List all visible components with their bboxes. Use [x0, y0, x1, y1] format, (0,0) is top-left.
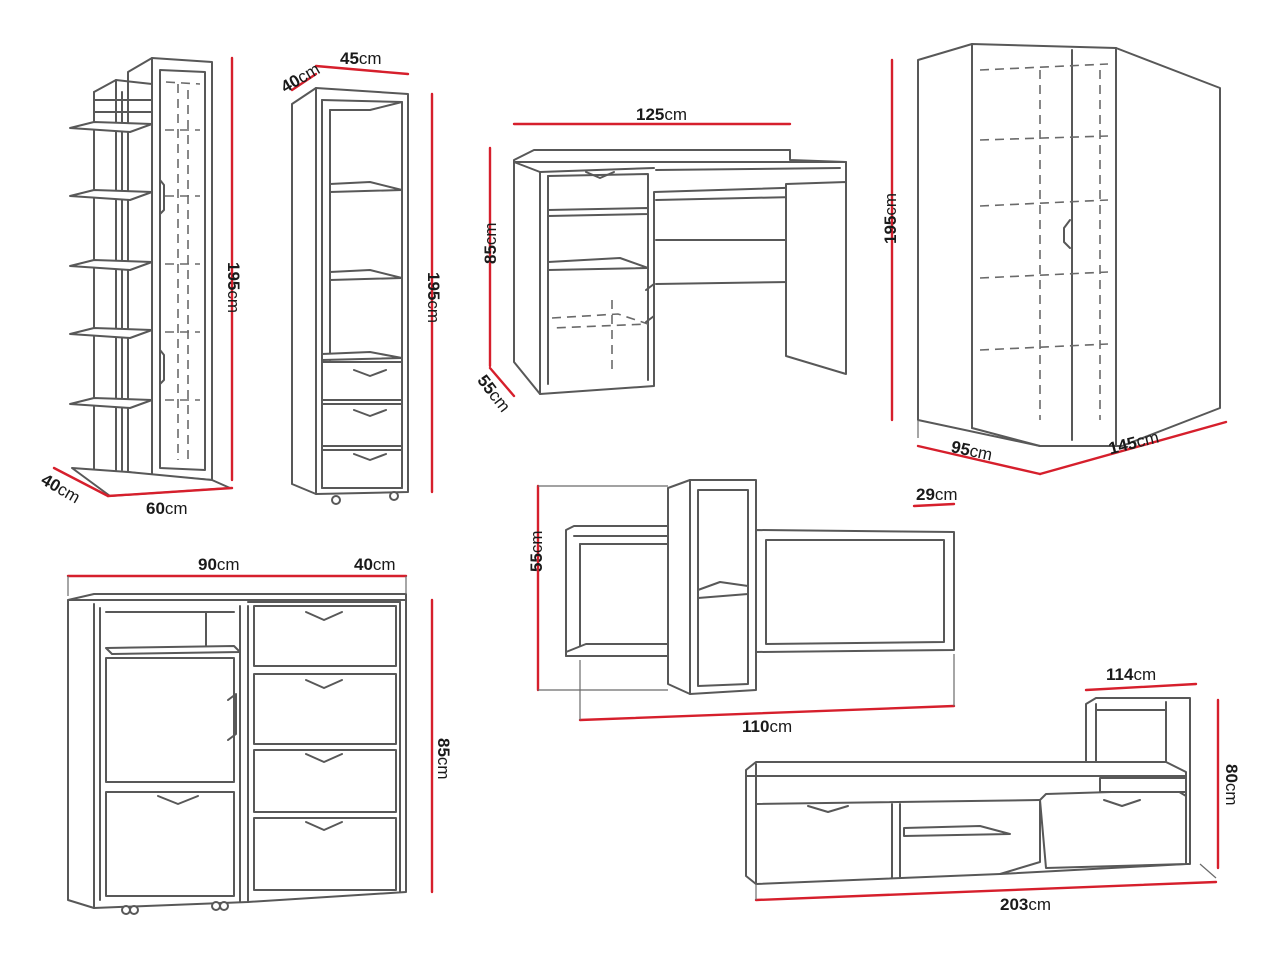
chest-depth-label: 40cm	[354, 555, 396, 574]
wall-shelf-depth-label: 29cm	[916, 485, 958, 504]
wardrobe-width-label: 145cm	[1107, 428, 1161, 459]
desk: 125cm 85cm 55cm	[473, 105, 847, 416]
bookshelf-width-label: 60cm	[146, 499, 188, 518]
desk-depth-label: 55cm	[473, 371, 514, 415]
tall-cabinet-height-label: 195cm	[424, 272, 443, 323]
tall-cabinet: 195cm 40cm 45cm	[278, 49, 443, 505]
desk-width-label: 125cm	[636, 105, 687, 124]
corner-wardrobe: 195cm 95cm 145cm	[881, 43, 1228, 476]
chest-width-label: 90cm	[198, 555, 240, 574]
bookshelf-height-label: 195cm	[224, 262, 243, 313]
desk-height-label: 85cm	[481, 222, 500, 264]
bed: 203cm 114cm 80cm	[745, 665, 1241, 914]
chest-height-label: 85cm	[434, 738, 453, 780]
wall-shelf: 55cm 110cm 29cm	[527, 479, 958, 736]
bed-width-label: 114cm	[1106, 665, 1156, 684]
bed-length-label: 203cm	[1000, 895, 1051, 914]
tall-cabinet-width-label: 45cm	[340, 49, 382, 68]
bed-height-label: 80cm	[1222, 764, 1241, 806]
wardrobe-depth-label: 95cm	[949, 437, 994, 464]
wardrobe-height-label: 195cm	[881, 193, 900, 244]
wall-shelf-width-label: 110cm	[742, 717, 792, 736]
bookshelf-depth-label: 40cm	[38, 470, 84, 507]
chest-of-drawers: 90cm 40cm 85cm	[66, 555, 453, 915]
wall-shelf-height-label: 55cm	[527, 530, 546, 572]
bookshelf: 195cm 40cm 60cm	[38, 56, 243, 518]
